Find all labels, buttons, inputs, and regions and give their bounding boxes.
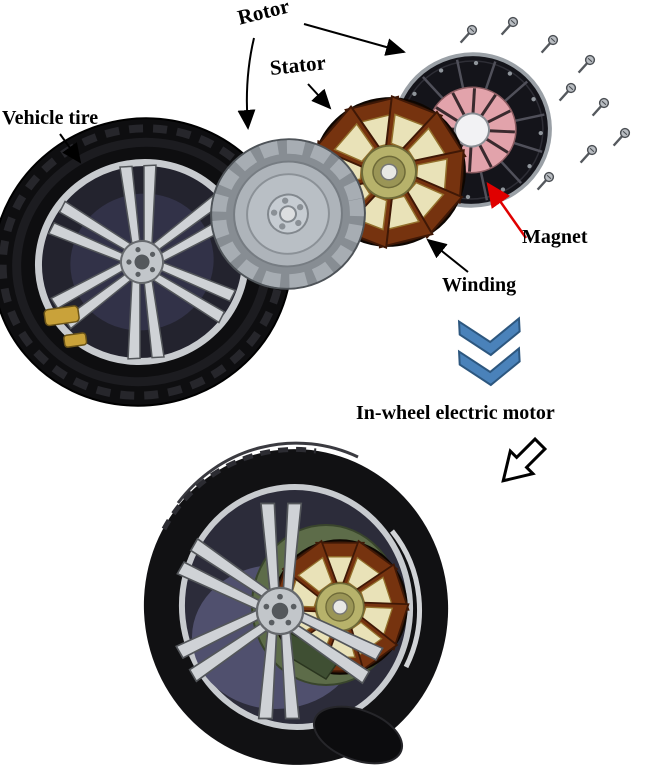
winding-label: Winding [442,274,517,296]
transform-chevron-icon [457,316,521,387]
label-leader-arrows [59,23,469,273]
magnet-label: Magnet [522,226,588,248]
vehicle-tire-label: Vehicle tire [2,107,99,129]
magnet-arrow [486,181,528,239]
in-wheel-electric-motor-label: In-wheel electric motor [356,402,555,424]
assembly-arrow-icon [501,436,548,483]
assembled-in-wheel-motor-illustration [143,441,449,765]
rotor-drum-illustration [210,138,366,290]
